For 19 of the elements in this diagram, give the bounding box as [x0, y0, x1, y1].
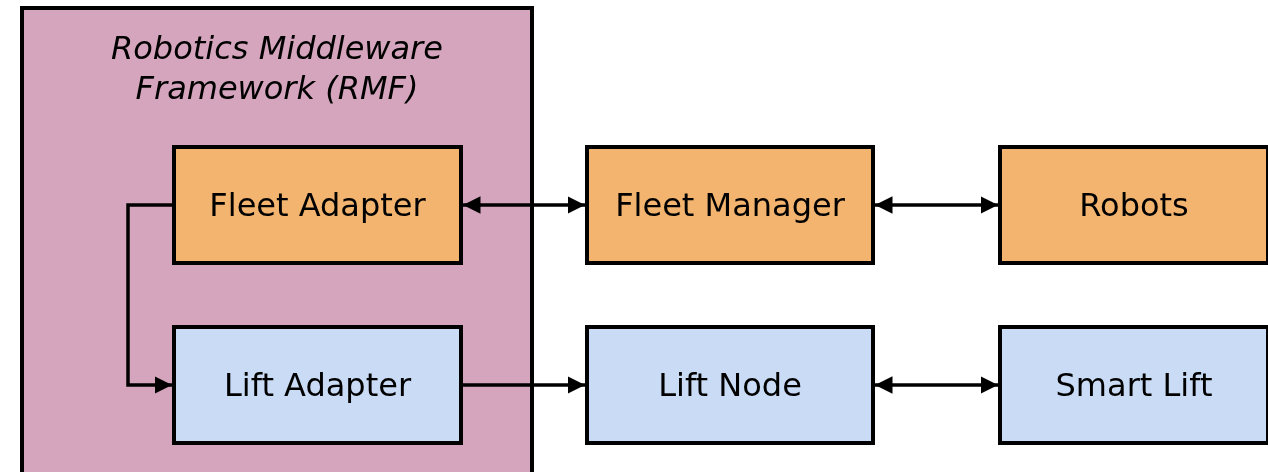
- box-label: Robots: [1079, 185, 1189, 225]
- component-box: [172, 145, 463, 265]
- box-label: Smart Lift: [1055, 365, 1213, 405]
- component-box: [585, 145, 875, 265]
- container-title: Robotics Middleware Framework (RMF): [110, 28, 444, 108]
- component-box: [172, 325, 463, 445]
- box-label: Fleet Manager: [615, 185, 845, 225]
- component-box: [998, 325, 1268, 445]
- arrow: [126, 203, 172, 394]
- component-box: [998, 145, 1268, 265]
- arrow: [463, 196, 585, 214]
- arrow: [875, 376, 998, 394]
- arrow: [463, 376, 585, 394]
- framework-container: [20, 6, 534, 472]
- arrow: [875, 196, 998, 214]
- box-label: Lift Node: [658, 365, 802, 405]
- box-label: Fleet Adapter: [209, 185, 426, 225]
- box-label: Lift Adapter: [223, 365, 412, 405]
- component-box: [585, 325, 875, 445]
